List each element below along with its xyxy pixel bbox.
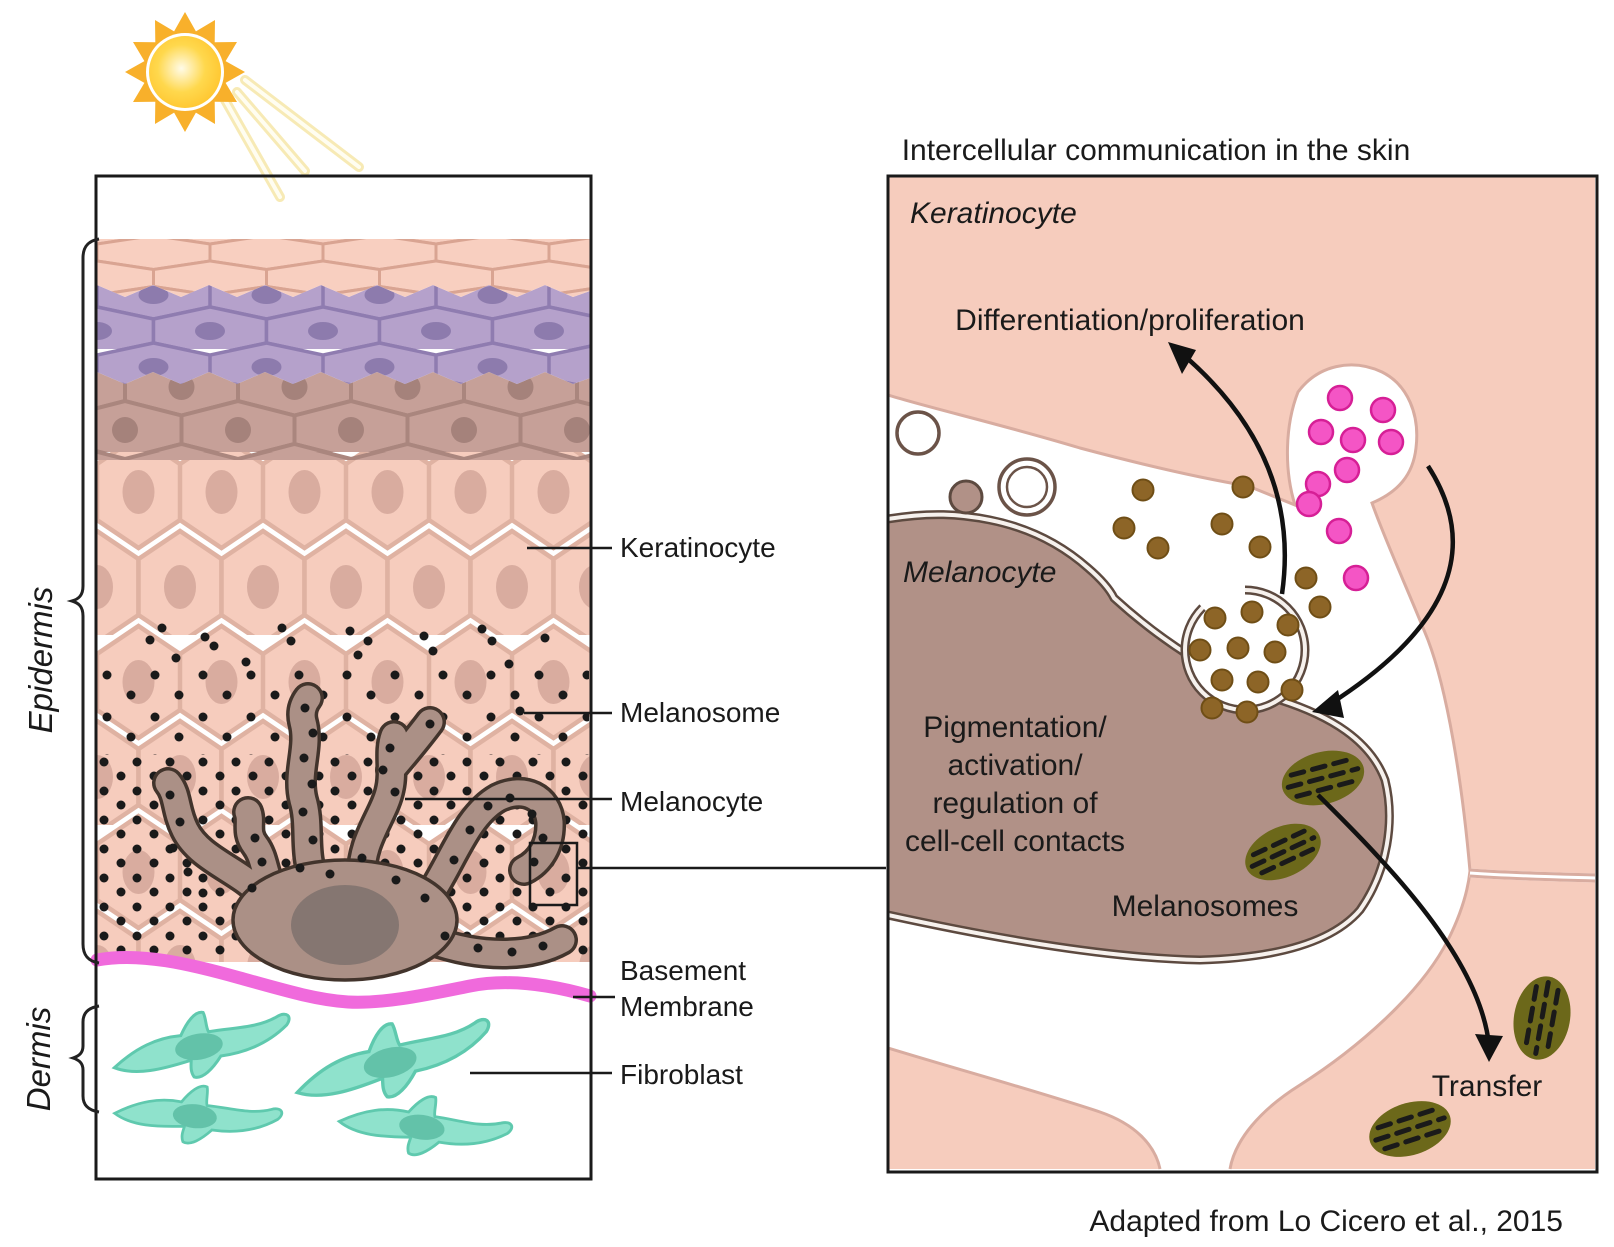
melanocyte-cell — [152, 682, 578, 982]
basement-membrane-label-line2: Membrane — [620, 991, 754, 1022]
spinous-layer — [97, 285, 590, 384]
melanocyte-dendrite-dots — [165, 703, 548, 957]
intercellular-communication-panel — [886, 174, 1599, 1174]
epidermis-label: Epidermis — [22, 587, 59, 734]
granular-layer — [97, 372, 590, 460]
left-pointer-lines — [405, 546, 615, 1075]
exosome-vesicles — [895, 410, 1057, 517]
sun-icon — [125, 12, 364, 202]
keratinocyte-bottom-right-cell — [1230, 871, 1595, 1169]
melanosome-organelles — [1245, 750, 1571, 1157]
dermis-brace — [68, 1004, 100, 1114]
svg-text:cell-cell contacts: cell-cell contacts — [905, 825, 1125, 858]
melanosome-label: Melanosome — [620, 697, 780, 728]
svg-text:activation/: activation/ — [947, 749, 1083, 782]
keratinocyte-label: Keratinocyte — [620, 532, 776, 563]
pigmentation-label-block: Pigmentation/ activation/ regulation of … — [905, 711, 1125, 858]
fibroblast-label: Fibroblast — [620, 1059, 743, 1090]
epidermis-brace — [66, 237, 100, 965]
caption: Adapted from Lo Cicero et al., 2015 — [1089, 1205, 1563, 1238]
differentiation-label: Differentiation/proliferation — [955, 304, 1305, 337]
stratum-corneum-layer — [97, 239, 590, 297]
melanocyte-nucleus — [291, 885, 399, 965]
melanin-dots — [1112, 475, 1332, 724]
right-panel-title: Intercellular communication in the skin — [902, 134, 1411, 167]
melanocyte-label-right: Melanocyte — [903, 556, 1056, 589]
pigmentation-arrow — [1312, 464, 1456, 718]
melanocyte-label: Melanocyte — [620, 786, 763, 817]
left-panel-border — [94, 174, 593, 1181]
keratinocyte-top-cell — [888, 176, 1595, 874]
membrane-bud — [948, 479, 984, 515]
skin-cross-section-panel — [90, 174, 886, 1181]
right-panel-border — [886, 174, 1599, 1174]
basement-membrane — [90, 950, 597, 1009]
fibroblast-cells — [105, 995, 516, 1170]
differentiation-arrow — [1168, 342, 1287, 595]
svg-text:regulation of: regulation of — [932, 787, 1098, 820]
keratinocyte-label-right: Keratinocyte — [910, 197, 1077, 230]
melanosomes-label: Melanosomes — [1112, 890, 1299, 923]
keratinocyte-junction — [1469, 868, 1596, 883]
transfer-arrow — [1316, 793, 1503, 1062]
keratinocyte-vesicle — [1295, 384, 1405, 592]
dermis-label: Dermis — [20, 1007, 57, 1112]
zoom-region-box — [528, 841, 579, 907]
transfer-label: Transfer — [1432, 1070, 1543, 1103]
svg-text:Pigmentation/: Pigmentation/ — [923, 711, 1107, 744]
basement-membrane-label-line1: Basement — [620, 955, 746, 986]
keratinocyte-bottom-left-cell — [888, 1048, 1160, 1169]
